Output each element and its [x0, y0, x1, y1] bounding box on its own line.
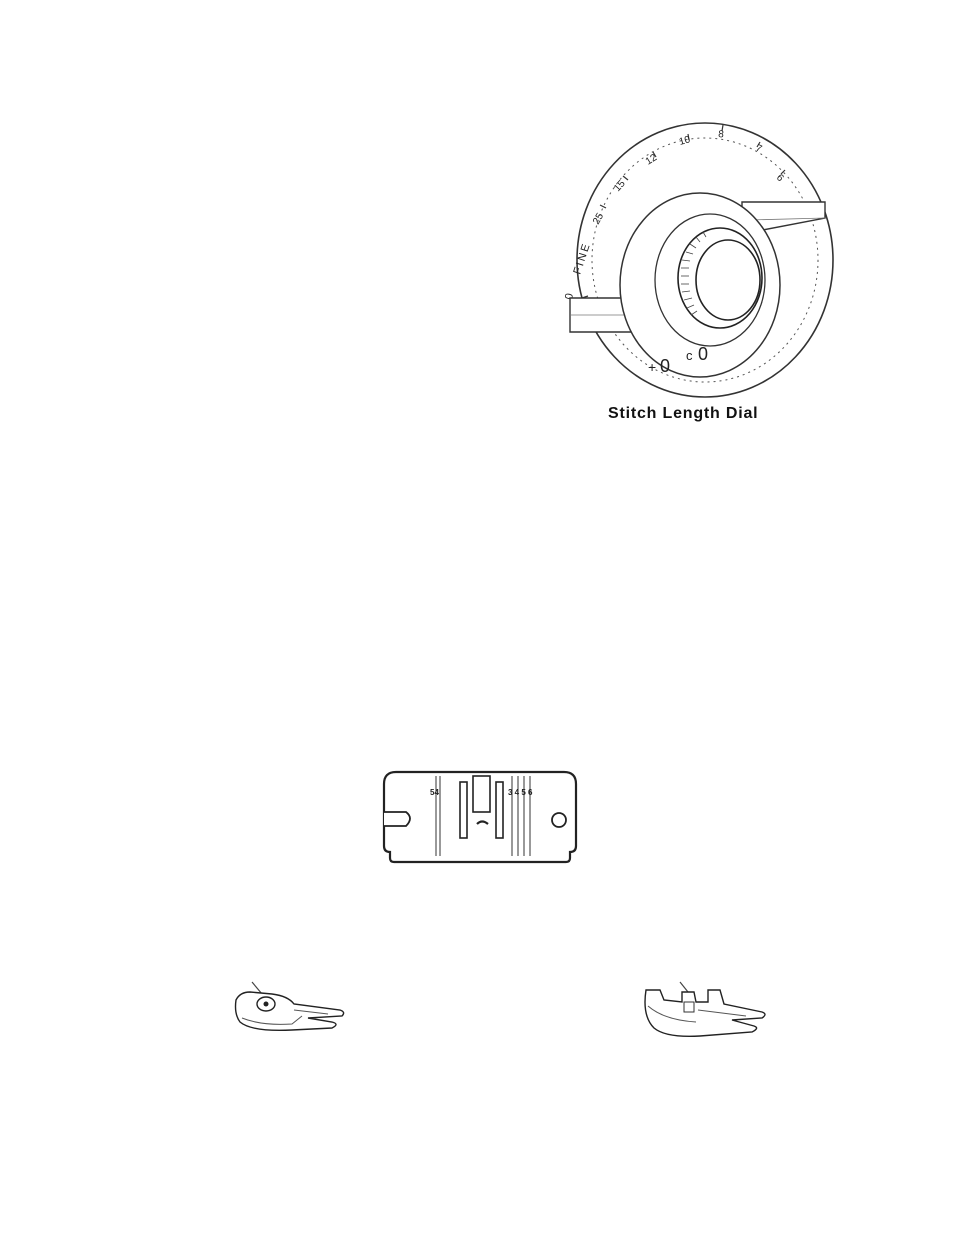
- dial-mark-25: 25: [591, 211, 606, 227]
- dial-symbol-bar-2: 0: [698, 344, 708, 364]
- dial-caption: Stitch Length Dial: [608, 405, 758, 423]
- dial-mark-7: 7: [754, 143, 764, 156]
- plate-mark-left: 54: [430, 788, 439, 797]
- dial-mark-10: 10: [678, 134, 692, 148]
- dial-mark-12: 12: [644, 152, 660, 167]
- dial-symbol-plus: +: [648, 359, 656, 375]
- needle-plate-illustration: 54 3 4 5 6: [380, 768, 580, 866]
- dial-symbol-c: c: [686, 348, 693, 363]
- dial-mark-8: 8: [718, 129, 725, 140]
- dial-symbol-bar: 0: [660, 356, 670, 376]
- stitch-length-dial-illustration: 0 FINE 25 15 12 10 8 7 6: [560, 110, 840, 410]
- plate-mark-right: 3 4 5 6: [508, 788, 533, 797]
- zigzag-presser-foot-icon: [232, 980, 350, 1042]
- dial-mark-fine: FINE: [571, 241, 593, 276]
- dial-mark-15: 15: [612, 178, 628, 194]
- dial-mark-6: 6: [774, 172, 786, 184]
- straight-stitch-presser-foot-icon: [636, 980, 770, 1042]
- needle-plate-drawing: 54 3 4 5 6: [380, 768, 580, 866]
- stitch-length-dial-drawing: 0 FINE 25 15 12 10 8 7 6: [560, 110, 840, 410]
